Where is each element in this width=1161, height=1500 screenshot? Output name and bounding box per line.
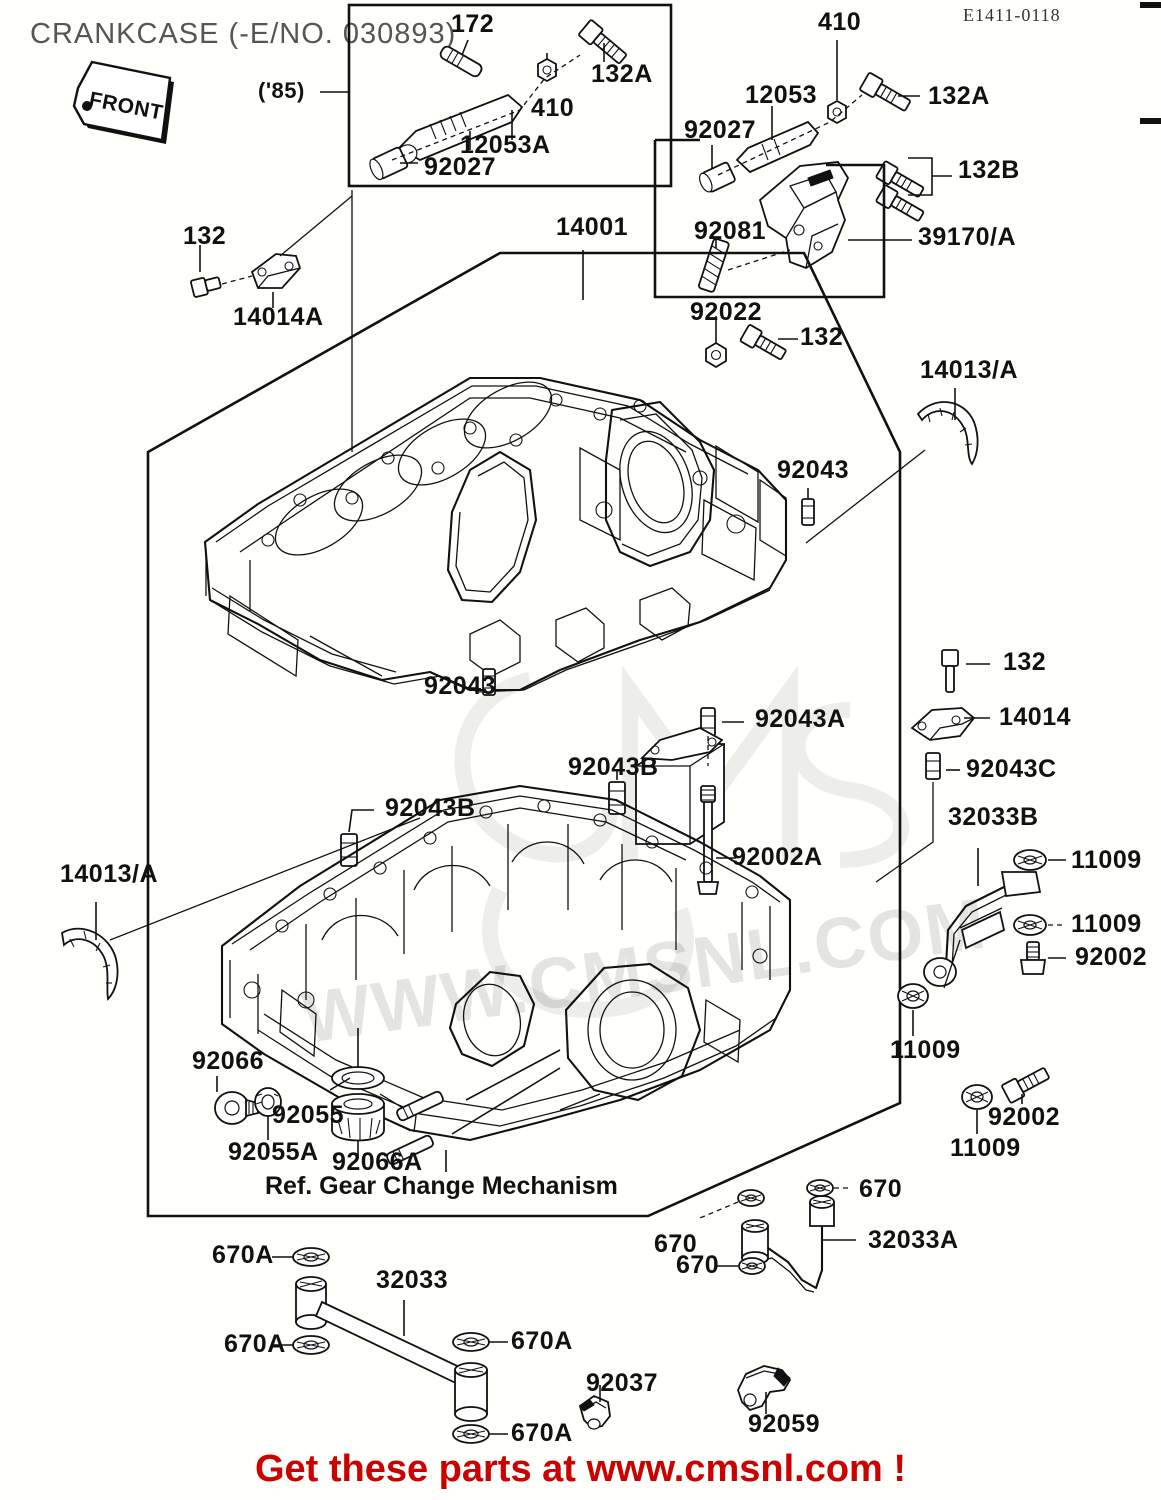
- page-title: CRANKCASE (-E/NO. 030893): [30, 18, 457, 50]
- callout-11009-a: 11009: [1071, 846, 1142, 874]
- callout-670-2: 670: [859, 1175, 903, 1203]
- callout-14014: 14014: [999, 703, 1072, 731]
- callout-670a-2: 670A: [224, 1330, 286, 1358]
- callout-92043b-left: 92043B: [385, 794, 476, 822]
- callout-14013a-left: 14013/A: [60, 860, 159, 888]
- callout-11009-d: 11009: [950, 1134, 1021, 1162]
- gear-change-reference-note: Ref. Gear Change Mechanism: [265, 1172, 618, 1200]
- callout-92081: 92081: [694, 217, 767, 245]
- callout-132-right: 132: [1003, 648, 1047, 676]
- callout-670-1: 670: [654, 1230, 698, 1258]
- callout-14001: 14001: [556, 213, 629, 241]
- callout-11009-b: 11009: [1071, 910, 1142, 938]
- callout-132-left: 132: [183, 222, 227, 250]
- callout-92027: 92027: [684, 116, 757, 144]
- inset-year-label: ('85): [258, 78, 305, 103]
- callout-670a-4: 670A: [511, 1419, 573, 1447]
- callout-92002-b: 92002: [988, 1103, 1061, 1131]
- callout-410-inset: 410: [531, 94, 575, 122]
- callout-92055a: 92055A: [228, 1138, 319, 1166]
- callout-12053a: 12053A: [460, 131, 551, 159]
- callout-92059: 92059: [748, 1410, 821, 1438]
- callout-92055: 92055: [272, 1101, 345, 1129]
- callout-32033: 32033: [376, 1266, 449, 1294]
- callout-92002-a: 92002: [1075, 943, 1148, 971]
- callout-92027-inset: 92027: [424, 153, 497, 181]
- diagram-reference-code: E1411-0118: [963, 5, 1061, 25]
- callout-172: 172: [451, 10, 495, 38]
- callout-132a-inset: 132A: [591, 60, 653, 88]
- callout-92043-right: 92043: [777, 456, 850, 484]
- callout-132b: 132B: [958, 156, 1020, 184]
- callout-14014a: 14014A: [233, 303, 324, 331]
- callout-670a-3: 670A: [511, 1327, 573, 1355]
- callout-92037: 92037: [586, 1369, 659, 1397]
- callout-670a-1: 670A: [212, 1241, 274, 1269]
- callout-92066a: 92066A: [332, 1148, 423, 1176]
- callout-92043b-mid: 92043B: [568, 753, 659, 781]
- promo-footer-text: Get these parts at www.cmsnl.com !: [254, 1448, 907, 1490]
- callout-14013a-right: 14013/A: [920, 356, 1019, 384]
- callout-92043a: 92043A: [755, 705, 846, 733]
- callout-32033a: 32033A: [868, 1226, 959, 1254]
- callout-132a: 132A: [928, 82, 990, 110]
- callout-92043c: 92043C: [966, 755, 1057, 783]
- callout-670-3: 670: [676, 1251, 720, 1279]
- callout-92043-mid: 92043: [424, 672, 497, 700]
- callout-132-top: 132: [800, 323, 844, 351]
- callout-92066: 92066: [192, 1047, 265, 1075]
- callout-39170a: 39170/A: [918, 223, 1017, 251]
- callout-11009-c: 11009: [890, 1036, 961, 1064]
- callout-92022: 92022: [690, 298, 763, 326]
- callout-32033b: 32033B: [948, 803, 1039, 831]
- callout-12053: 12053: [745, 81, 818, 109]
- front-direction-icon: FRONT: [72, 60, 174, 144]
- callout-92002a: 92002A: [732, 843, 823, 871]
- callout-410: 410: [818, 8, 862, 36]
